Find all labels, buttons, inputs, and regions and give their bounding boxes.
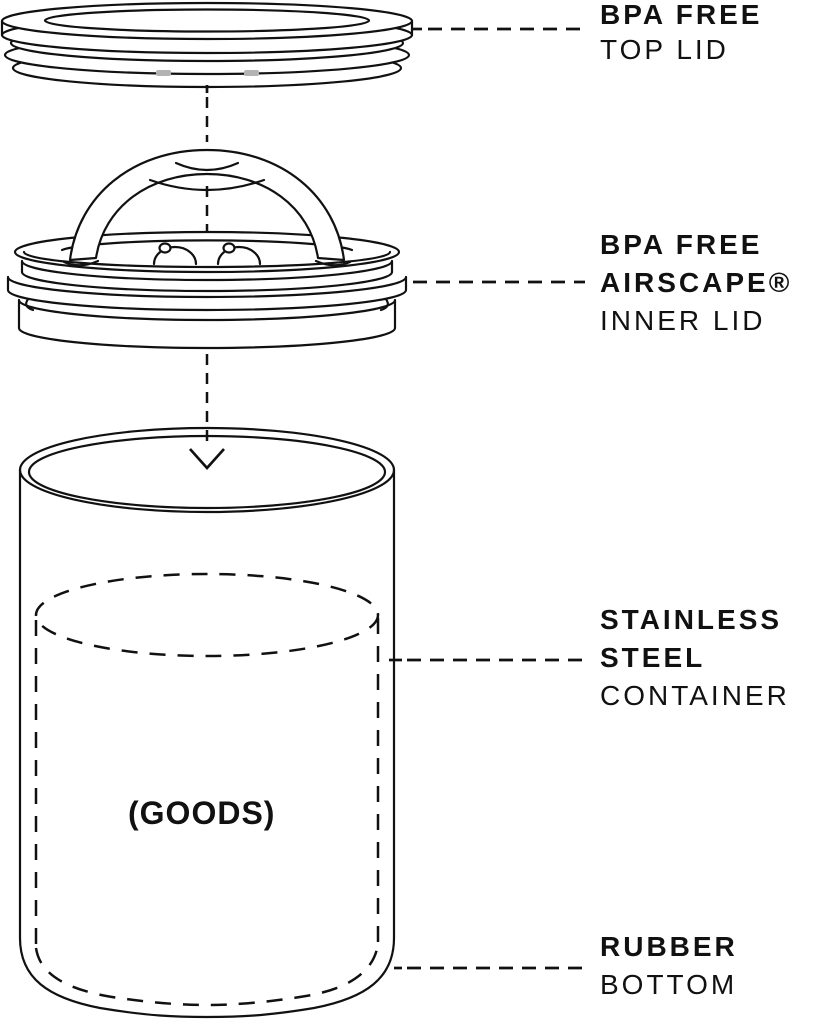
container-drawing [18,426,396,1019]
assembly-axis [188,85,226,471]
callout-lines [389,27,589,970]
lid-tab-left [156,70,171,76]
label-rubber-bottom: RUBBER BOTTOM [600,928,738,1004]
label-inner-lid-line3: INNER LID [600,305,766,336]
label-container-line2: STEEL [600,642,706,673]
label-inner-lid-line1: BPA FREE [600,229,763,260]
label-inner-lid: BPA FREE AIRSCAPE® INNER LID [600,226,792,340]
label-rubber-bottom-line1: RUBBER [600,931,738,962]
label-container-line1: STAINLESS [600,604,783,635]
goods-text: (GOODS) [128,795,276,831]
label-inner-lid-line2: AIRSCAPE® [600,267,793,298]
goods-outline [34,572,380,1007]
valve-nub-right [222,242,236,254]
down-arrow-icon [188,448,226,471]
label-top-lid: BPA FREE TOP LID [600,0,762,67]
label-container-line3: CONTAINER [600,680,790,711]
top-lid-drawing [0,1,414,89]
label-top-lid-line1: BPA FREE [600,0,763,30]
label-rubber-bottom-line2: BOTTOM [600,969,738,1000]
label-container: STAINLESS STEEL CONTAINER [600,601,790,715]
label-top-lid-line2: TOP LID [600,34,729,65]
lid-tab-right [244,70,259,76]
inner-lid-drawing [6,148,408,350]
valve-nub-left [158,242,172,254]
